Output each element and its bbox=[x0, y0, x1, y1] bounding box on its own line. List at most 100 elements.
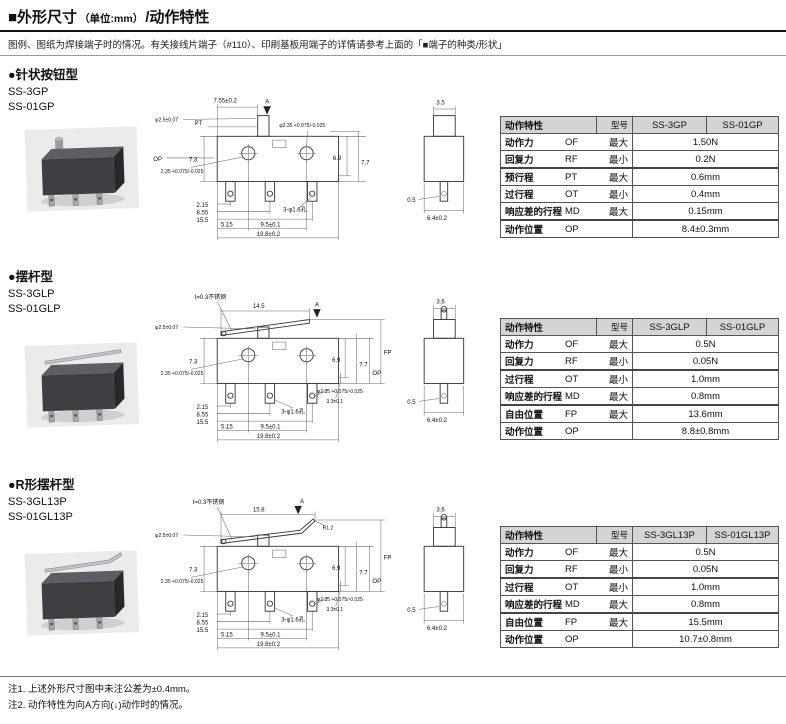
intro-note: 图例、图纸为焊接端子时的情况。有关接线片端子（#110）、印刷基板用端子的详情请… bbox=[0, 32, 786, 56]
table-row: 动作力 OF 最大 0.5N bbox=[500, 543, 779, 561]
feature-limit: 最小 bbox=[608, 155, 628, 166]
table-row: 自由位置 FP 最大 13.6mm bbox=[500, 404, 779, 423]
dim-label: 2.35 +0.075/-0.025 bbox=[161, 169, 204, 175]
front-view: 7.55±0.2 A φ2.5±0.07 PT OP 2.35 +0.075/-… bbox=[153, 98, 370, 240]
dim-label: 7.7 bbox=[359, 571, 368, 577]
feature-abbr: MD bbox=[565, 205, 580, 217]
op-label: OP bbox=[153, 157, 162, 163]
table-row: 动作力 OF 最大 1.50N bbox=[500, 133, 779, 151]
feature-name: 动作力 bbox=[505, 340, 534, 351]
dim-label: 7.7 bbox=[359, 363, 368, 369]
table-row: 回复力 RF 最小 0.05N bbox=[500, 352, 779, 371]
dim-label: 3.6 bbox=[436, 508, 445, 514]
dim-label: 5.15 bbox=[221, 633, 233, 639]
feature-name: 响应差的行程 bbox=[505, 392, 563, 403]
feature-limit: 最小 bbox=[608, 357, 628, 368]
dim-label: 3.3±0.1 bbox=[326, 399, 343, 405]
dim-label: 9.5±0.1 bbox=[261, 633, 282, 639]
dim-label: 19.8±0.2 bbox=[257, 642, 281, 648]
feature-abbr: OF bbox=[565, 546, 579, 558]
dim-label: 3-φ1.6孔 bbox=[283, 206, 307, 214]
section-pin-plunger: ●针状按钮型 SS-3GP SS-01GP bbox=[0, 56, 786, 258]
dimension-drawing: 7.55±0.2 A φ2.5±0.07 PT OP 2.35 +0.075/-… bbox=[142, 78, 490, 247]
feature-name: 回复力 bbox=[505, 357, 534, 368]
feature-abbr: MD bbox=[565, 598, 580, 610]
spec-row-feature: 动作位置 OP bbox=[500, 630, 633, 648]
dim-label: 15.5 bbox=[197, 218, 209, 224]
section-r-lever: ●R形摆杆型 SS-3GL13P SS-01GL13P bbox=[0, 466, 786, 676]
feature-limit: 最大 bbox=[608, 410, 628, 421]
section-heading: ●针状按钮型 bbox=[8, 68, 79, 82]
spec-row-feature: 动作力 OF 最大 bbox=[500, 335, 633, 353]
feature-abbr: OF bbox=[565, 338, 579, 350]
spec-row-feature: 响应差的行程 MD 最大 bbox=[500, 202, 633, 221]
dim-label: 6.9 bbox=[332, 566, 341, 572]
feature-limit: 最小 bbox=[608, 565, 628, 576]
page-header: ■外形尺寸 （单位:mm） /动作特性 bbox=[0, 0, 786, 32]
table-row: 过行程 OT 最小 0.4mm bbox=[500, 185, 779, 203]
feature-name: 动作位置 bbox=[505, 635, 544, 646]
dim-label: φ2.35 +0.075/-0.025 bbox=[279, 123, 325, 129]
fp-label: FP bbox=[384, 555, 392, 561]
dim-label: 3.6 bbox=[436, 300, 445, 306]
fp-label: FP bbox=[384, 350, 392, 356]
feature-name: 动作位置 bbox=[505, 225, 544, 236]
feature-limit: 最小 bbox=[608, 583, 628, 594]
dim-label: 3-φ1.6孔 bbox=[281, 616, 305, 624]
dim-label: φ2.5±0.07 bbox=[155, 325, 178, 331]
spec-table: 动作特性 型号 SS-3GL13P SS-01GL13P 动作力 OF 最大 0… bbox=[500, 526, 779, 648]
spec-row-value: 0.5N bbox=[632, 543, 779, 561]
table-row: 动作力 OF 最大 0.5N bbox=[500, 335, 779, 353]
table-row: 响应差的行程 MD 最大 0.8mm bbox=[500, 595, 779, 614]
dim-label: 2.35 +0.075/-0.025 bbox=[161, 371, 204, 377]
dim-label: 7.3 bbox=[189, 568, 198, 574]
col-header-model1: SS-3GP bbox=[632, 116, 707, 134]
table-row: 自由位置 FP 最大 15.5mm bbox=[500, 612, 779, 631]
feature-name: 响应差的行程 bbox=[505, 600, 563, 611]
feature-abbr: MD bbox=[565, 390, 580, 402]
feature-abbr: OP bbox=[565, 425, 579, 437]
col-header-feature: 动作特性 bbox=[500, 526, 597, 544]
feature-name: 过行程 bbox=[505, 190, 534, 201]
dim-label: 2.15 bbox=[197, 613, 209, 619]
dim-label: 8.55 bbox=[197, 412, 209, 418]
dim-label: 9.5±0.1 bbox=[261, 425, 282, 431]
spec-row-value: 0.4mm bbox=[632, 185, 779, 203]
col-header-model1: SS-3GL13P bbox=[632, 526, 707, 544]
dim-label: 6.4±0.2 bbox=[427, 626, 448, 632]
dim-label: 6.4±0.2 bbox=[427, 216, 448, 222]
dim-label: 5.15 bbox=[221, 425, 233, 431]
spec-row-feature: 自由位置 FP 最大 bbox=[500, 404, 633, 423]
feature-name: 响应差的行程 bbox=[505, 207, 563, 218]
feature-abbr: OP bbox=[565, 633, 579, 645]
pt-label: PT bbox=[195, 121, 203, 127]
page-title: ■外形尺寸 （单位:mm） /动作特性 bbox=[8, 6, 778, 27]
op-label: OP bbox=[372, 371, 381, 377]
spec-row-value: 0.05N bbox=[632, 352, 779, 371]
dim-label: 0.5 bbox=[407, 400, 416, 406]
feature-name: 回复力 bbox=[505, 155, 534, 166]
model-name: SS-3GP bbox=[8, 86, 49, 98]
dim-label: 6.4±0.2 bbox=[427, 418, 448, 424]
dim-label: φ2.5±0.07 bbox=[155, 117, 178, 123]
spec-row-feature: 动作位置 OP bbox=[500, 422, 633, 440]
radius-label: R1.2 bbox=[323, 525, 334, 531]
spec-row-feature: 预行程 PT 最大 bbox=[500, 167, 633, 186]
feature-abbr: OF bbox=[565, 136, 579, 148]
dim-label: 3.5 bbox=[436, 100, 445, 106]
section-header: ●R形摆杆型 SS-3GL13P SS-01GL13P bbox=[8, 474, 75, 525]
dim-label: 7.55±0.2 bbox=[213, 98, 237, 104]
switch-photo-graphic bbox=[24, 342, 140, 428]
switch-photo-graphic bbox=[24, 550, 140, 636]
spec-row-feature: 响应差的行程 MD 最大 bbox=[500, 595, 633, 614]
side-view: 3.6 0.5 6.4±0.2 bbox=[407, 300, 465, 424]
feature-abbr: OP bbox=[565, 223, 579, 235]
dim-label: 3-φ1.6孔 bbox=[281, 408, 305, 416]
spec-row-feature: 回复力 RF 最小 bbox=[500, 150, 633, 169]
dim-label: 0.5 bbox=[407, 198, 416, 204]
section-hinge-lever: ●摆杆型 SS-3GLP SS-01GLP bbox=[0, 258, 786, 466]
feature-abbr: RF bbox=[565, 355, 578, 367]
feature-limit: 最大 bbox=[608, 618, 628, 629]
dimension-drawing: t=0.3不锈钢 14.5 A φ2.5±0.07 2.35 +0.075/-0… bbox=[142, 280, 490, 449]
dimension-drawing-svg: t=0.3不锈钢 14.5 A φ2.5±0.07 2.35 +0.075/-0… bbox=[155, 293, 465, 442]
